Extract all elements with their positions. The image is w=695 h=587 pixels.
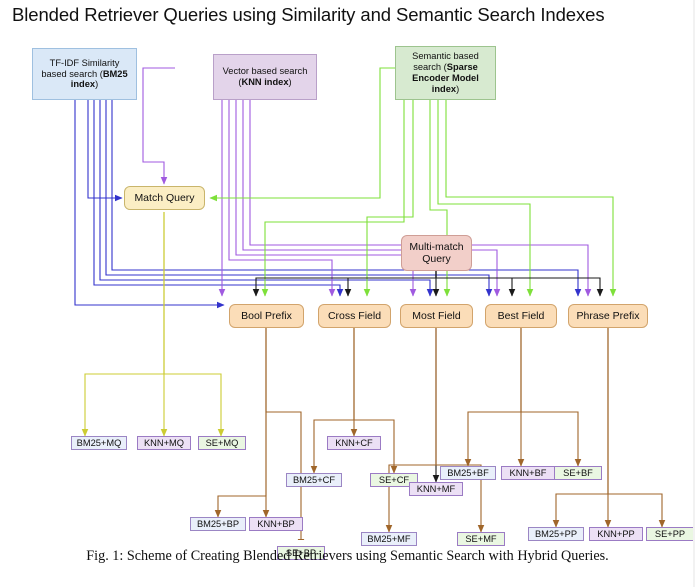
result-box-knn-pp-label: KNN+PP [597,528,635,539]
result-box-knn-mq-label: KNN+MQ [143,437,185,448]
result-box-se-mf[interactable]: SE+MF [457,532,505,546]
node-cross-field[interactable]: Cross Field [318,304,391,328]
node-bool-prefix-label: Bool Prefix [241,309,292,322]
result-box-bm25-bf-label: BM25+BF [447,467,489,478]
result-box-bm25-mf-label: BM25+MF [367,533,411,544]
result-box-knn-cf[interactable]: KNN+CF [327,436,381,450]
result-box-se-bf-label: SE+BF [563,467,593,478]
diagram-edges [74,67,666,540]
result-box-se-pp-label: SE+PP [654,528,686,539]
result-box-bm25-bf[interactable]: BM25+BF [440,466,496,480]
source-box-se-label: Semantic based search (Sparse Encoder Mo… [412,51,479,94]
result-box-bm25-bp[interactable]: BM25+BP [190,517,246,531]
result-box-se-cf-label: SE+CF [378,474,410,485]
result-box-bm25-cf[interactable]: BM25+CF [286,473,342,487]
result-box-knn-mf[interactable]: KNN+MF [409,482,463,496]
source-box-bm25-label: TF-IDF Similarity based search (BM25 ind… [41,57,128,90]
node-phrase-prefix[interactable]: Phrase Prefix [568,304,648,328]
result-box-bm25-pp[interactable]: BM25+PP [528,527,584,541]
result-box-bm25-mq-label: BM25+MQ [76,437,122,448]
result-box-knn-cf-label: KNN+CF [335,437,373,448]
node-most-field-label: Most Field [412,309,461,322]
result-box-se-mq[interactable]: SE+MQ [198,436,246,450]
result-box-knn-bp-label: KNN+BP [257,518,295,529]
result-box-bm25-pp-label: BM25+PP [534,528,578,539]
page-edge-divider [693,0,695,587]
result-box-bm25-cf-label: BM25+CF [292,474,336,485]
result-box-bm25-mq[interactable]: BM25+MQ [71,436,127,450]
node-cross-field-label: Cross Field [327,309,382,322]
node-match-query-label: Match Query [134,191,195,204]
node-match-query[interactable]: Match Query [124,186,205,210]
result-box-se-cf[interactable]: SE+CF [370,473,418,487]
source-box-se[interactable]: Semantic based search (Sparse Encoder Mo… [395,46,496,100]
source-box-knn[interactable]: Vector based search (KNN index) [213,54,317,100]
result-box-se-bp-label: SE+BP [285,547,317,558]
result-box-se-bf[interactable]: SE+BF [554,466,602,480]
result-box-se-bp[interactable]: SE+BP [277,546,325,560]
node-bool-prefix[interactable]: Bool Prefix [229,304,304,328]
result-box-knn-bf-label: KNN+BF [509,467,547,478]
page-title: Blended Retriever Queries using Similari… [12,4,605,25]
figure-caption: Fig. 1: Scheme of Creating Blended Retri… [86,548,609,564]
node-most-field[interactable]: Most Field [400,304,473,328]
result-box-knn-mf-label: KNN+MF [416,483,456,494]
node-best-field[interactable]: Best Field [485,304,557,328]
result-box-knn-mq[interactable]: KNN+MQ [137,436,191,450]
result-box-se-mf-label: SE+MF [465,533,497,544]
node-best-field-label: Best Field [497,309,545,322]
result-box-se-pp[interactable]: SE+PP [646,527,694,541]
source-box-bm25[interactable]: TF-IDF Similarity based search (BM25 ind… [32,48,137,100]
result-box-bm25-bp-label: BM25+BP [196,518,240,529]
result-box-knn-pp[interactable]: KNN+PP [589,527,643,541]
diagram-canvas: TF-IDF Similarity based search (BM25 ind… [0,32,695,560]
source-box-knn-label: Vector based search (KNN index) [222,66,308,87]
result-box-knn-bp[interactable]: KNN+BP [249,517,303,531]
result-box-knn-bf[interactable]: KNN+BF [501,466,555,480]
node-phrase-prefix-label: Phrase Prefix [576,309,640,322]
result-box-se-mq-label: SE+MQ [205,437,239,448]
result-box-bm25-mf[interactable]: BM25+MF [361,532,417,546]
